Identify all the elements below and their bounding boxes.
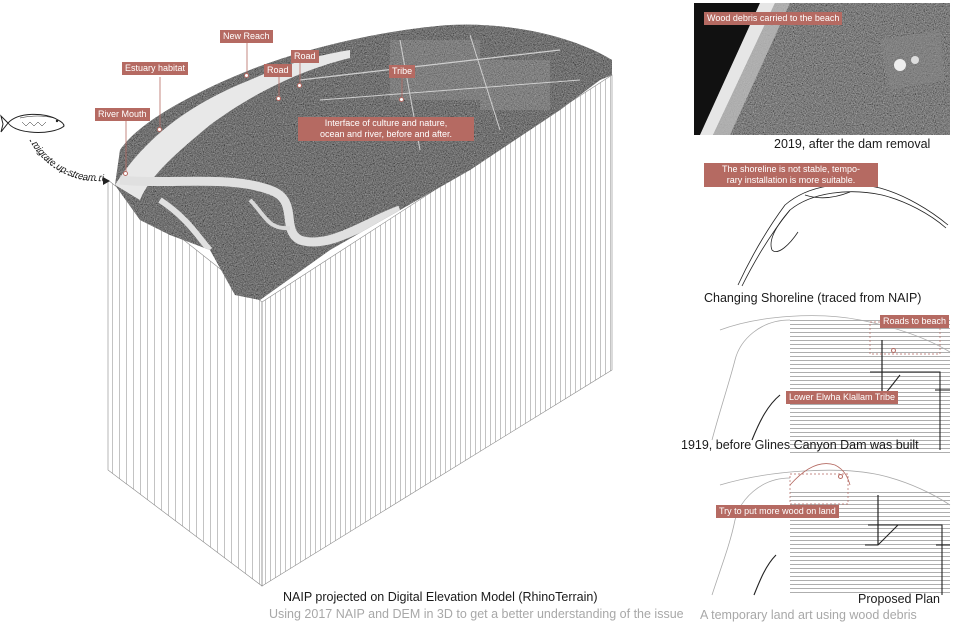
caption-shoreline: Changing Shoreline (traced from NAIP) <box>704 291 922 305</box>
tag-wood-debris: Wood debris carried to the beach <box>704 12 843 25</box>
label-road-2: Road <box>264 64 292 77</box>
marker-river-mouth <box>123 171 128 176</box>
marker-tribe <box>399 97 404 102</box>
marker-roads-to-beach <box>891 348 896 353</box>
fish-route-path <box>29 139 107 182</box>
marker-road-2 <box>276 96 281 101</box>
label-interface-line1: Interface of culture and nature, <box>324 118 448 128</box>
plan-1919-drawing <box>711 315 951 455</box>
caption-proposed-plan: Proposed Plan <box>858 592 941 606</box>
caption-2019: 2019, after the dam removal <box>774 137 931 151</box>
subcaption-proposed: A temporary land art using wood debris <box>700 608 917 622</box>
fish-icon <box>0 113 65 133</box>
label-new-reach: New Reach <box>220 30 273 43</box>
tag-shoreline-line2: rary installation is more suitable. <box>726 175 856 185</box>
label-road-1: Road <box>291 50 319 63</box>
marker-estuary <box>157 127 162 132</box>
tag-lower-elwha: Lower Elwha Klallam Tribe <box>786 391 899 404</box>
tag-shoreline-line1: The shoreline is not stable, tempo- <box>721 164 861 174</box>
arrowhead-icon <box>103 177 110 185</box>
tag-more-wood: Try to put more wood on land <box>716 505 839 518</box>
marker-wood-on-land <box>838 474 843 479</box>
label-tribe: Tribe <box>389 65 416 78</box>
shoreline-trace-drawing <box>737 183 949 287</box>
aerial-photo-2019 <box>694 3 950 135</box>
label-estuary-habitat: Estuary habitat <box>122 62 189 75</box>
proposed-plan-drawing <box>711 463 951 596</box>
main-caption: NAIP projected on Digital Elevation Mode… <box>283 590 598 604</box>
marker-road-1 <box>297 83 302 88</box>
label-interface: Interface of culture and nature, ocean a… <box>298 117 474 141</box>
tag-shoreline-unstable: The shoreline is not stable, tempo- rary… <box>704 163 878 187</box>
main-subcaption: Using 2017 NAIP and DEM in 3D to get a b… <box>269 607 684 621</box>
caption-1919: 1919, before Glines Canyon Dam was built <box>681 438 919 452</box>
label-leaders <box>125 41 403 172</box>
label-river-mouth: River Mouth <box>95 108 150 121</box>
marker-new-reach <box>244 73 249 78</box>
tag-roads-to-beach: Roads to beach <box>880 315 950 328</box>
label-interface-line2: ocean and river, before and after. <box>319 129 453 139</box>
fish-route-label: migrate up-stream river <box>0 0 105 184</box>
